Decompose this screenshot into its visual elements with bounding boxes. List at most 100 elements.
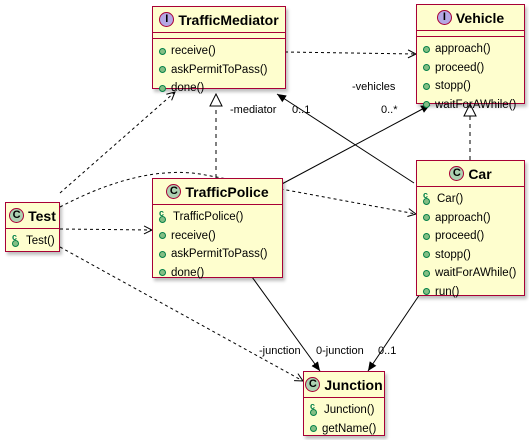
method-row: askPermitToPass(): [153, 245, 282, 264]
assoc-car-mediator: [276, 93, 415, 184]
class-header: C Test: [6, 203, 59, 229]
class-icon: C: [449, 166, 465, 181]
method-name: Junction(): [324, 404, 375, 417]
class-name: Car: [468, 165, 492, 182]
dep-mediator-vehicle: [284, 52, 416, 54]
attribute-section: [417, 31, 524, 37]
method-row: receive(): [153, 42, 285, 61]
method-name: getName(): [322, 422, 377, 435]
method-row: approach(): [417, 40, 524, 59]
method-name: done(): [171, 82, 205, 95]
attribute-section: [153, 33, 285, 39]
public-method-icon: [159, 232, 166, 240]
method-name: receive(): [171, 45, 216, 58]
class-header: I Vehicle: [417, 5, 524, 31]
class-icon: C: [166, 184, 182, 199]
assoc-police-vehicle: [279, 104, 431, 186]
constructor-icon: c: [310, 401, 322, 417]
dep-test-junction: [59, 246, 303, 381]
constructor-icon: c: [423, 190, 435, 206]
method-row: done(): [153, 79, 285, 98]
dep-test-car: [59, 171, 416, 214]
method-name: proceed(): [435, 61, 485, 74]
constructor-icon: c: [12, 232, 24, 248]
multiplicity-label: 0..1: [378, 345, 397, 357]
method-name: Car(): [437, 193, 464, 206]
class-header: C Junction: [304, 372, 384, 398]
method-row: getName(): [304, 420, 384, 439]
public-method-icon: [423, 101, 430, 109]
class-traffic-mediator: I TrafficMediator receive() askPermitToP…: [152, 6, 286, 94]
public-method-icon: [159, 269, 166, 277]
role-label-vehicles: -vehicles: [352, 81, 396, 93]
method-row: waitForAWhile(): [417, 264, 524, 283]
class-name: TrafficPolice: [185, 183, 269, 200]
class-header: I TrafficMediator: [153, 7, 285, 33]
method-row: stopp(): [417, 246, 524, 265]
public-method-icon: [423, 232, 430, 240]
class-name: Vehicle: [455, 9, 505, 26]
method-name: approach(): [435, 43, 491, 56]
class-header: C TrafficPolice: [153, 179, 282, 205]
public-method-icon: [423, 64, 430, 72]
method-name: askPermitToPass(): [171, 248, 268, 261]
interface-icon: I: [159, 12, 175, 27]
public-method-icon: [423, 251, 430, 259]
role-label-mediator: -mediator: [230, 104, 277, 116]
method-name: askPermitToPass(): [171, 63, 268, 76]
method-row: proceed(): [417, 59, 524, 78]
method-name: TrafficPolice(): [173, 211, 244, 224]
class-name: Junction: [324, 376, 383, 393]
dep-test-police: [59, 229, 152, 230]
class-icon: C: [9, 208, 25, 223]
public-method-icon: [159, 66, 166, 74]
public-method-icon: [159, 47, 166, 55]
assoc-car-junction: [367, 293, 421, 372]
method-row: askPermitToPass(): [153, 61, 285, 80]
method-row: approach(): [417, 209, 524, 228]
method-row: receive(): [153, 227, 282, 246]
dep-test-mediator: [59, 92, 175, 194]
role-label-junction: -junction: [259, 345, 301, 357]
assoc-police-junction: [251, 276, 321, 372]
method-name: stopp(): [435, 80, 471, 93]
method-name: Test(): [26, 235, 55, 248]
class-name: TrafficMediator: [178, 11, 279, 28]
method-row: run(): [417, 283, 524, 302]
method-name: waitForAWhile(): [435, 267, 517, 280]
method-row: waitForAWhile(): [417, 96, 524, 115]
public-method-icon: [423, 45, 430, 53]
method-section: approach() proceed() stopp() waitForAWhi…: [417, 37, 524, 116]
method-name: receive(): [171, 229, 216, 242]
public-method-icon: [159, 84, 166, 92]
method-name: approach(): [435, 211, 491, 224]
method-row: stopp(): [417, 77, 524, 96]
public-method-icon: [310, 425, 317, 433]
method-name: stopp(): [435, 248, 471, 261]
method-row: done(): [153, 264, 282, 283]
class-vehicle: I Vehicle approach() proceed() stopp() w…: [416, 4, 525, 111]
method-name: proceed(): [435, 230, 485, 243]
class-header: C Car: [417, 161, 524, 187]
public-method-icon: [159, 250, 166, 258]
interface-icon: I: [436, 10, 452, 25]
multiplicity-label: 0..1: [292, 104, 311, 116]
class-name: Test: [28, 207, 56, 224]
public-method-icon: [423, 269, 430, 277]
constructor-icon: c: [159, 208, 171, 224]
method-name: waitForAWhile(): [435, 98, 517, 111]
